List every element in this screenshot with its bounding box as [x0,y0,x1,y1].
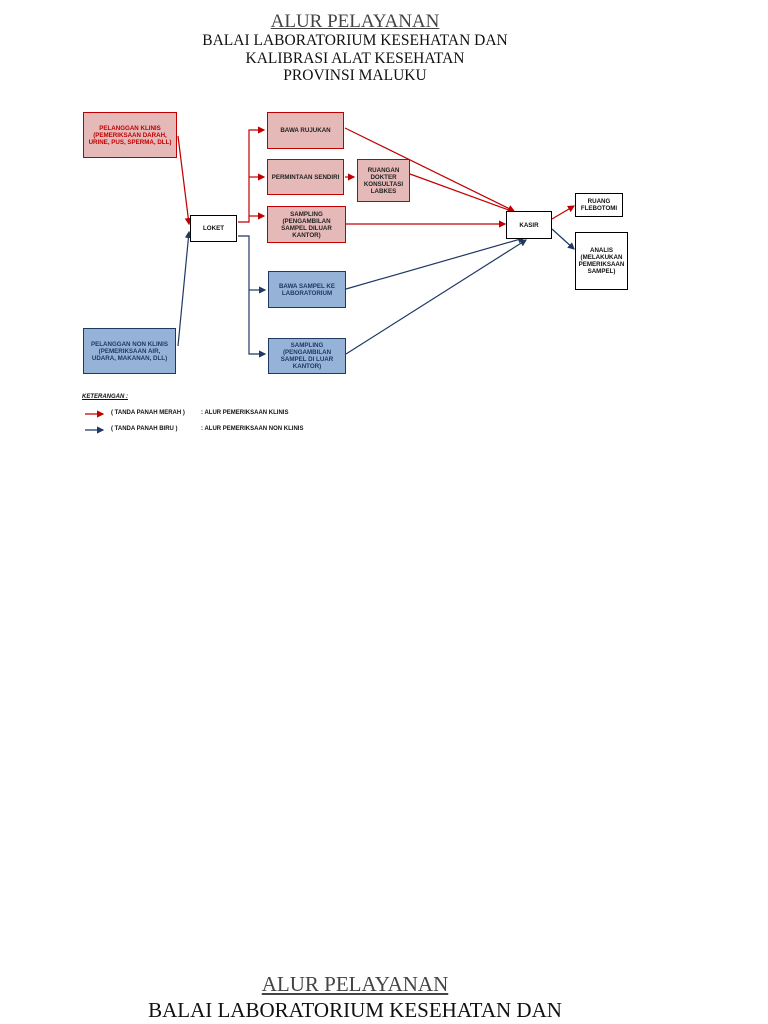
node-pelanggan-klinis: PELANGGAN KLINIS (PEMERIKSAAN DARAH, URI… [83,112,177,158]
node-bawa-rujukan: BAWA RUJUKAN [267,112,344,149]
arrow-sampling-non-klinis-to-kasir [345,239,528,355]
header-line-1: BALAI LABORATORIUM KESEHATAN DAN [202,32,508,49]
arrow-ruangan-to-kasir [409,173,516,214]
node-pelanggan-non-klinis: PELANGGAN NON KLINIS (PEMERIKSAAN AIR, U… [83,328,176,374]
legend-blue-desc: : ALUR PEMERIKSAAN NON KLINIS [201,426,304,432]
next-page-line-1: BALAI LABORATORIUM KESEHATAN DAN [148,998,562,1022]
legend-blue-label: ( TANDA PANAH BIRU ) [111,426,178,432]
flow-connectors [85,126,576,434]
arrow-bawa-sampel-to-kasir [345,236,526,290]
legend-red-desc: : ALUR PEMERIKSAAN KLINIS [201,410,289,416]
connector-loket-branch-blue [238,235,267,358]
node-loket: LOKET [190,215,237,242]
arrow-klinis-to-loket [177,135,192,226]
header-line-2: KALIBRASI ALAT KESEHATAN [245,49,465,67]
arrow-kasir-to-analis [551,228,575,250]
node-sampling-non-klinis: SAMPLING (PENGAMBILAN SAMPEL DI LUAR KAN… [268,338,346,374]
arrow-kasir-to-flebotomi [551,205,576,220]
page-title: ALUR PELAYANAN [270,11,440,32]
connector-loket-branch-red [238,126,266,223]
node-kasir: KASIR [506,211,552,239]
node-bawa-sampel: BAWA SAMPEL KE LABORATORIUM [268,271,346,308]
next-page-title: ALUR PELAYANAN [261,972,449,996]
node-analis: ANALIS (MELAKUKAN PEMERIKSAAN SAMPEL) [575,232,628,290]
arrow-non-klinis-to-loket [177,230,193,347]
node-sampling-klinis: SAMPLING (PENGAMBILAN SAMPEL DILUAR KANT… [267,206,346,243]
node-ruang-flebotomi: RUANG FLEBOTOMI [575,193,623,217]
node-ruangan-dokter: RUANGAN DOKTER KONSULTASI LABKES [357,159,410,202]
next-page-header: ALUR PELAYANAN BALAI LABORATORIUM KESEHA… [0,972,710,1024]
page-header: ALUR PELAYANAN BALAI LABORATORIUM KESEHA… [0,12,710,85]
header-line-3: PROVINSI MALUKU [283,67,427,84]
legend-red-label: ( TANDA PANAH MERAH ) [111,410,185,416]
legend-title: KETERANGAN : [82,394,128,400]
legend-row-red: ( TANDA PANAH MERAH ) : ALUR PEMERIKSAAN… [111,410,288,416]
arrow-rujukan-to-kasir [344,127,516,212]
node-permintaan-sendiri: PERMINTAAN SENDIRI [267,159,344,195]
legend-row-blue: ( TANDA PANAH BIRU ) : ALUR PEMERIKSAAN … [111,426,303,432]
